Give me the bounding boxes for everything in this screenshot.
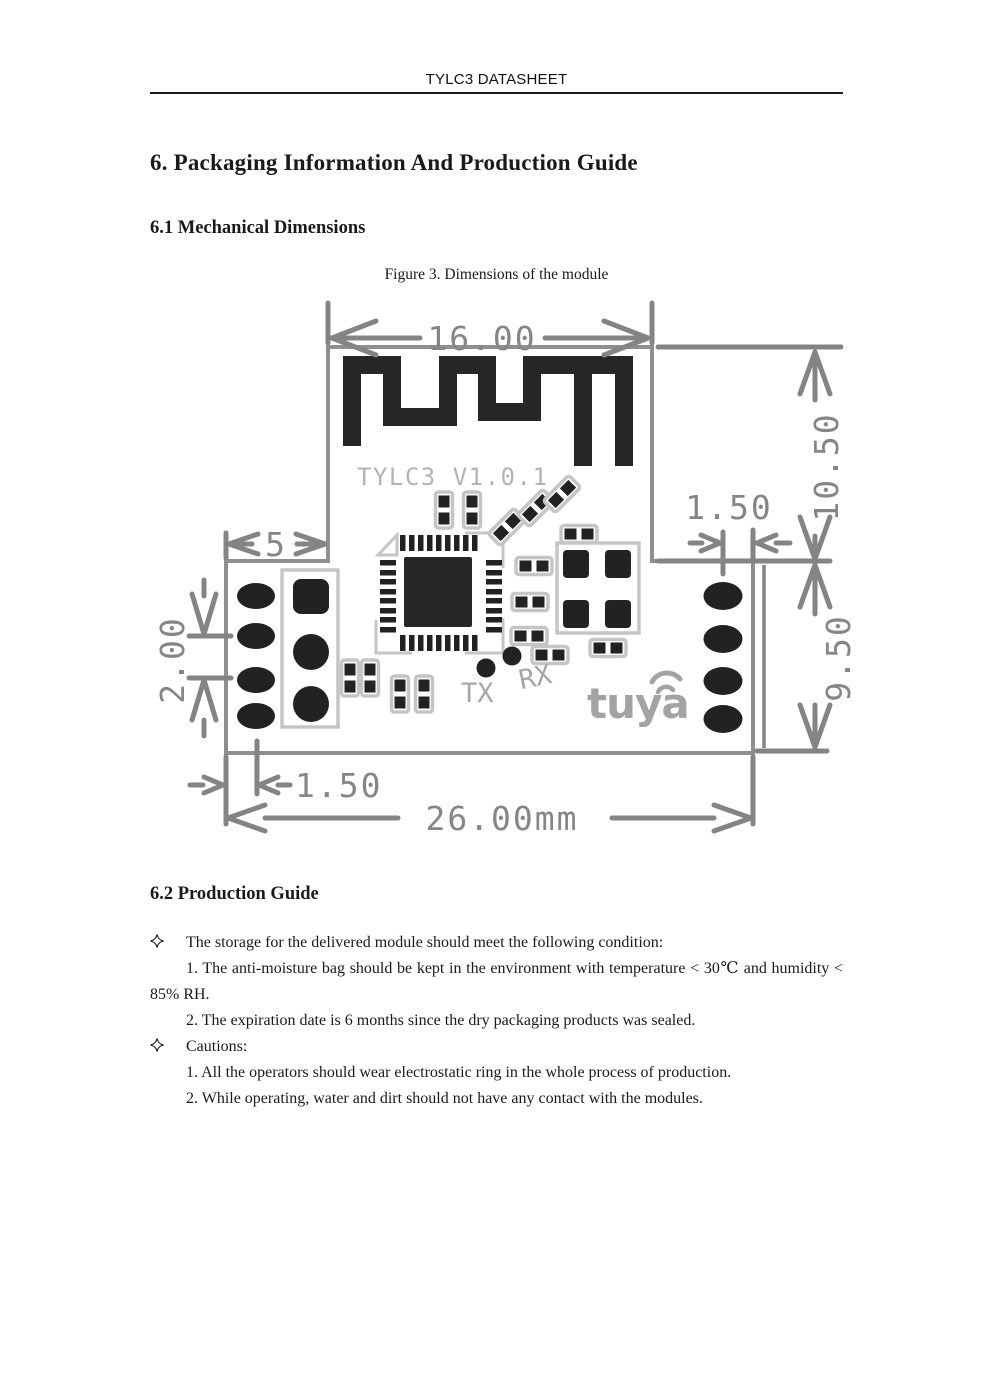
list-item: 2. While operating, water and dirt shoul… (186, 1090, 703, 1107)
svg-text:1.50: 1.50 (295, 766, 382, 805)
svg-text:1.50: 1.50 (685, 488, 772, 527)
dim-left-step-width: 5 (223, 525, 328, 564)
production-guide-list: The storage for the delivered module sho… (150, 930, 843, 1112)
dim-pad-pitch: 2.00 (153, 577, 234, 739)
dim-lower-height: 9.50 (754, 562, 858, 754)
list-item: 1. The anti-moisture bag should be kept … (150, 960, 843, 1003)
tuya-logo: tuya (587, 670, 690, 728)
svg-text:9.50: 9.50 (819, 614, 858, 701)
right-edge-pads (703, 582, 743, 733)
svg-text:tuya: tuya (587, 679, 689, 728)
diamond-bullet-icon (150, 933, 186, 948)
section-6-heading: 6. Packaging Information And Production … (150, 150, 638, 175)
list-item: 1. All the operators should wear electro… (186, 1064, 732, 1081)
list-item-text: Cautions: (186, 1038, 248, 1055)
dim-left-pad-offset: 1.50 (187, 738, 382, 805)
header-rule (150, 92, 843, 94)
svg-text:10.50: 10.50 (807, 412, 846, 521)
figure-caption: Figure 3. Dimensions of the module (384, 266, 609, 283)
testpoint-tx (476, 658, 496, 678)
figure-mechanical-drawing: TYLC3 V1.0.1 (150, 286, 858, 848)
list-item: 2. The expiration date is 6 months since… (186, 1012, 696, 1029)
svg-text:5: 5 (265, 525, 287, 564)
dim-upper-height: 10.50 (655, 344, 846, 564)
crystal-component (555, 541, 641, 635)
testpoint-rx (502, 646, 522, 666)
dim-right-pad-offset: 1.50 (685, 488, 793, 577)
svg-text:16.00: 16.00 (427, 319, 536, 358)
list-item: The storage for the delivered module sho… (150, 930, 843, 956)
silkscreen-tx-label: TX (461, 678, 494, 709)
list-item-text: The storage for the delivered module sho… (186, 934, 664, 951)
silkscreen-rx-label: RX (516, 659, 554, 696)
document-header-title: TYLC3 DATASHEET (425, 71, 568, 88)
svg-text:26.00mm: 26.00mm (425, 799, 578, 838)
diamond-bullet-icon (150, 1037, 186, 1052)
section-6-2-heading: 6.2 Production Guide (150, 884, 319, 904)
svg-text:2.00: 2.00 (153, 616, 192, 703)
left-connector-pads (237, 568, 340, 729)
silkscreen-model-label: TYLC3 V1.0.1 (357, 463, 548, 491)
dim-top-width: 16.00 (325, 300, 655, 358)
dim-total-width: 26.00mm (223, 754, 756, 838)
section-6-1-heading: 6.1 Mechanical Dimensions (150, 218, 366, 238)
list-item: Cautions: (150, 1034, 843, 1060)
antenna-trace (343, 356, 633, 466)
